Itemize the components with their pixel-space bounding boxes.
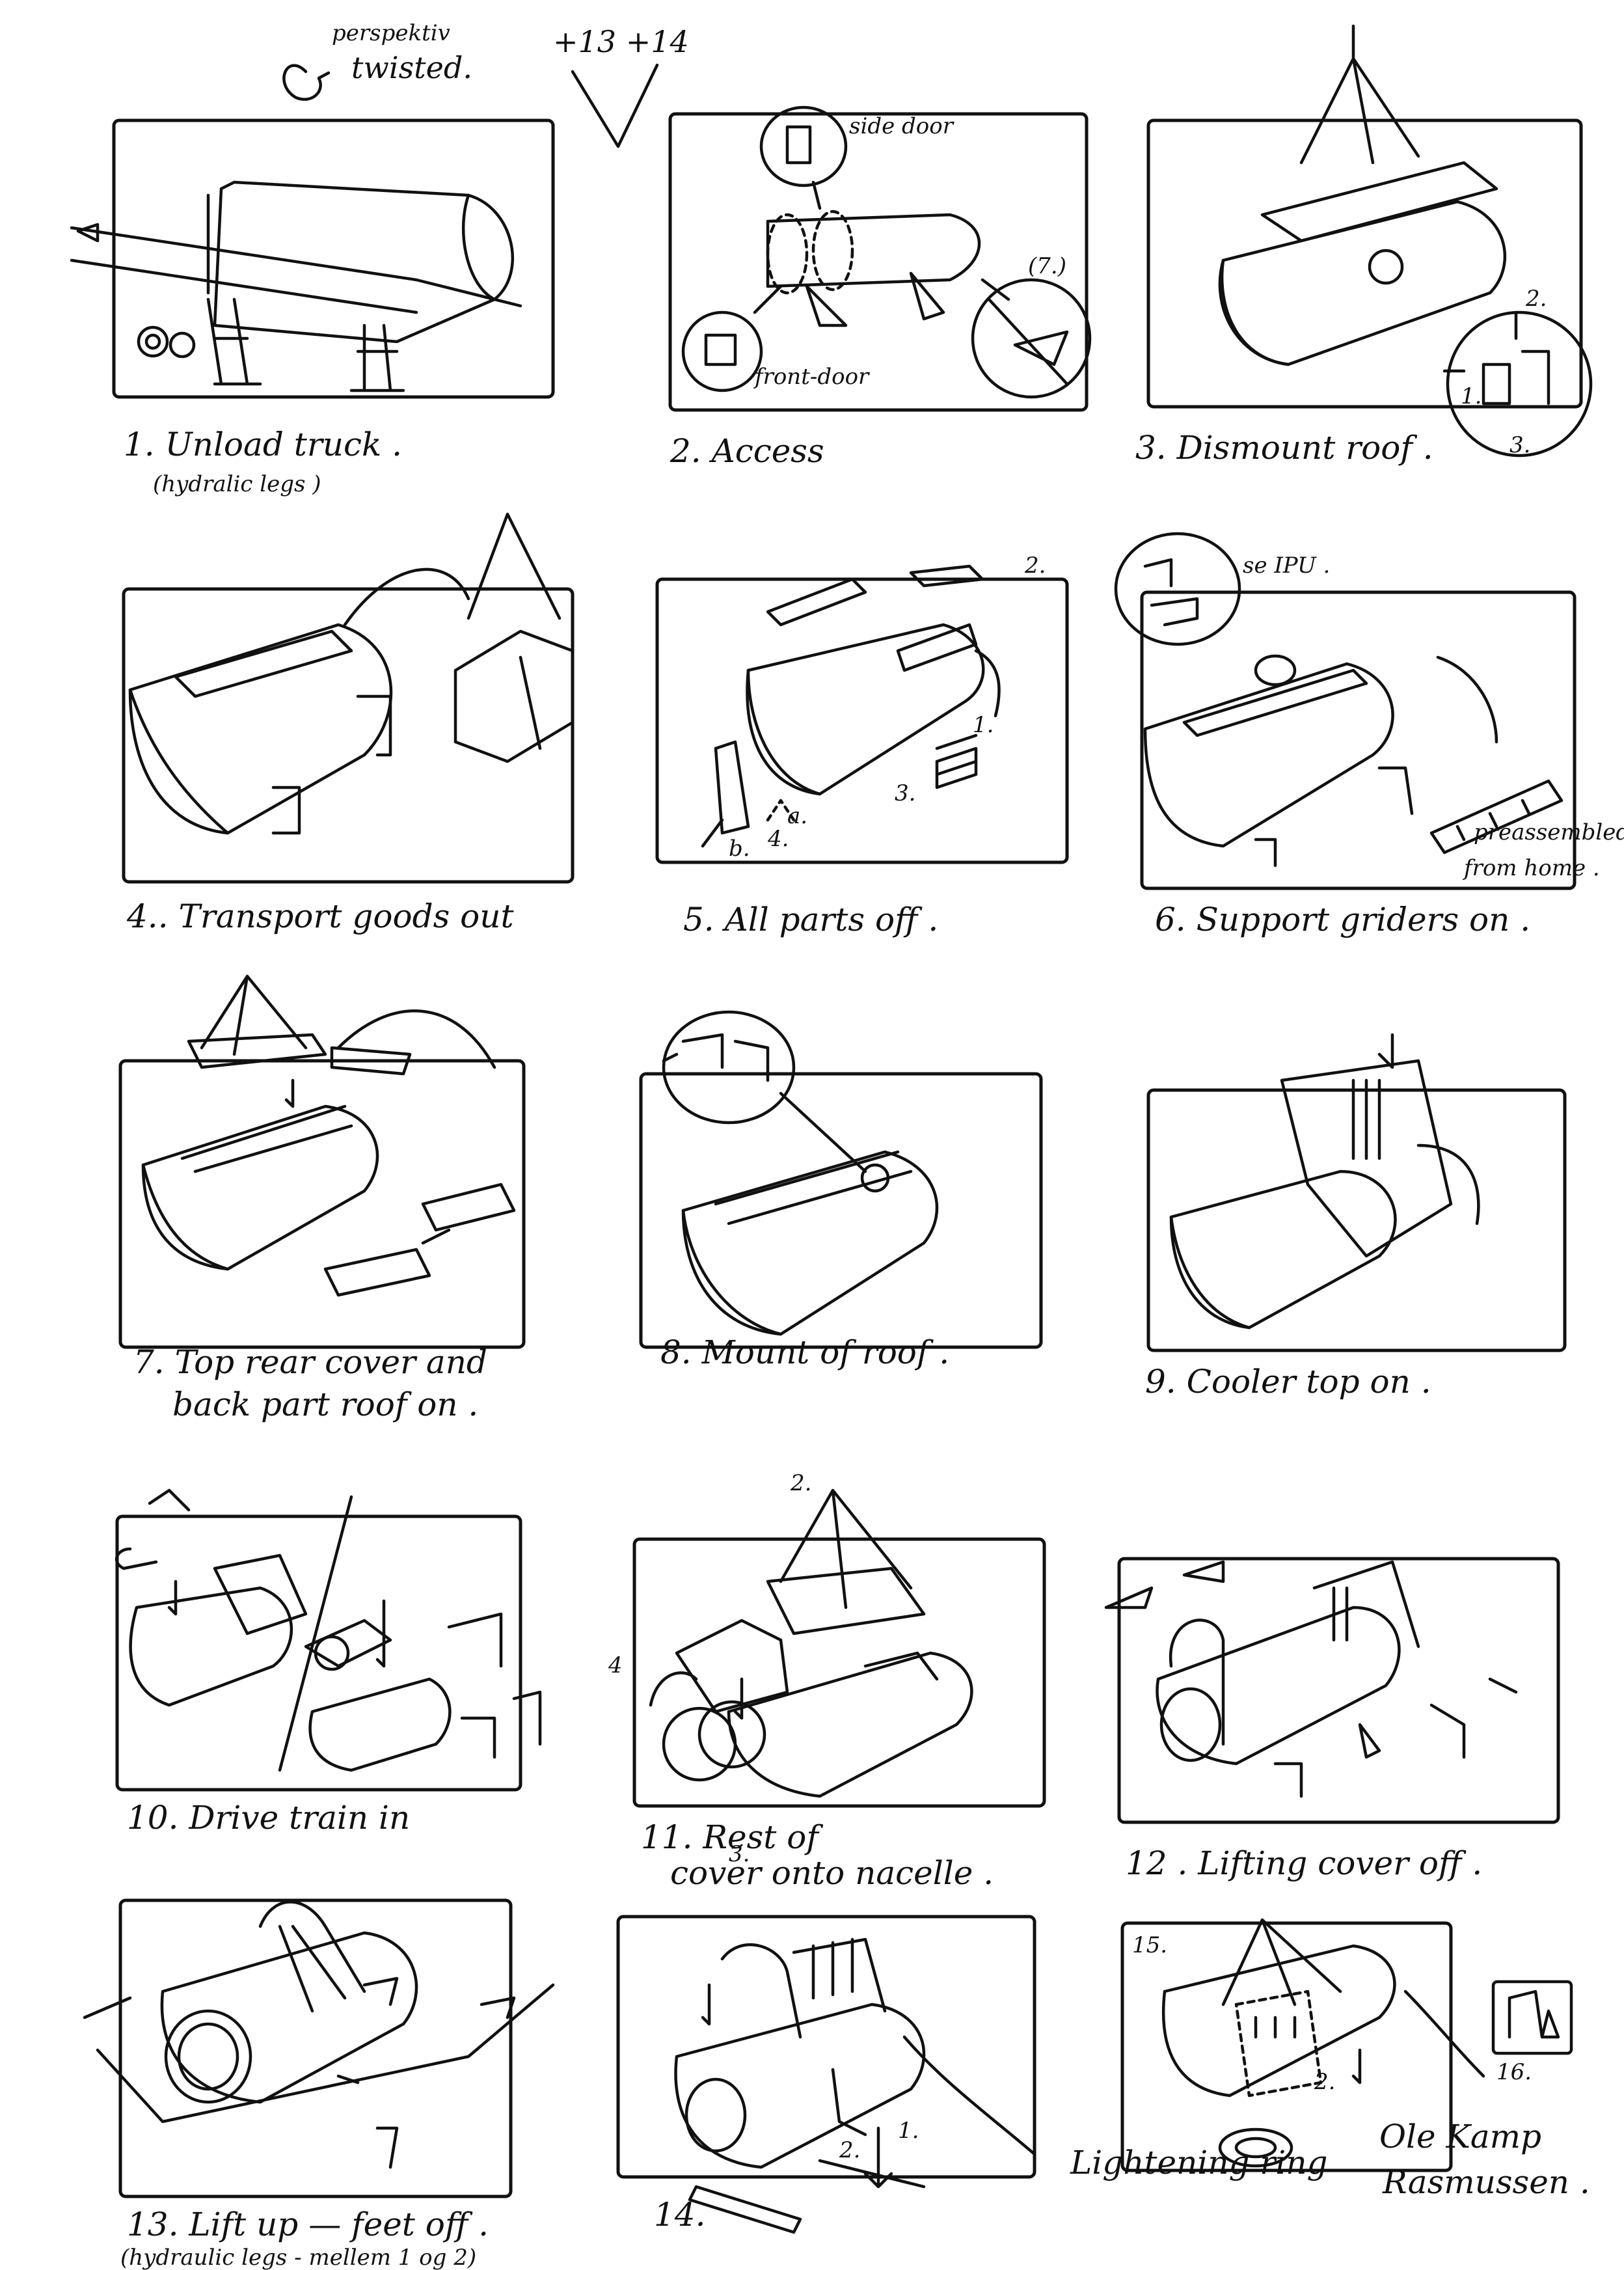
panel-5-sketch (701, 564, 1001, 848)
panel-5-label-c: 3. (895, 780, 915, 806)
panel-6-label-b: preassembled (1474, 819, 1624, 845)
panel-11-label-b: 4 (608, 1652, 623, 1678)
panel-2-label-q: (7.) (1028, 253, 1066, 279)
panel-12: 12 . Lifting cover off . (1104, 1557, 1560, 1882)
panel-1-frame (112, 118, 555, 399)
panel-7-frame (118, 1059, 526, 1349)
panel-14-label-c: Lightening ring (1070, 2144, 1327, 2181)
panel-1-caption: 1. Unload truck . (124, 426, 402, 463)
panel-10-sketch (115, 1488, 542, 1772)
panel-13-frame (118, 1898, 513, 2198)
panel-7-caption: 7. Top rear cover and (133, 1343, 487, 1381)
panel-11: 2. 4 3. 11. Rest of cover onto nacelle . (608, 1470, 1046, 1892)
panel-9-frame (1146, 1088, 1567, 1352)
panel-7: 7. Top rear cover and back part roof on … (118, 974, 526, 1423)
rotate-arrow-icon (282, 64, 331, 101)
panel-3-frame (1146, 118, 1583, 409)
panel-5-label-a: 2. (1024, 553, 1046, 579)
panel-10-frame (115, 1514, 522, 1792)
panel-5: 2. 1. 3. 4. a. b. 5. All parts off . (655, 553, 1069, 938)
panel-10-caption: 10. Drive train in (127, 1799, 410, 1837)
header-note-line2: twisted. (351, 50, 472, 85)
panel-14-caption: 14. (654, 2196, 706, 2234)
panel-2-label-side: side door (849, 113, 954, 139)
panel-13-sketch (83, 1900, 555, 2169)
header-extra-steps: +13 +14 (553, 24, 689, 59)
panel-11-caption2: cover onto nacelle . (670, 1854, 994, 1892)
panel-3-sketch (1218, 24, 1593, 458)
check-mark-icon (571, 63, 659, 148)
panel-2-frame (668, 112, 1089, 412)
panel-5-caption: 5. All parts off . (683, 901, 938, 938)
panel-10: 10. Drive train in (115, 1488, 542, 1837)
panel-5-label-f: b. (729, 836, 750, 862)
panel-15-frame (1120, 1921, 1453, 2172)
panel-11-label-a: 2. (790, 1470, 811, 1496)
panel-9: 9. Cooler top on . (1145, 1033, 1567, 1401)
panel-14: 2. 1. Lightening ring 14. (616, 1915, 1327, 2234)
panel-3-label-a: 2. (1525, 286, 1547, 312)
panel-5-label-d: 4. (767, 826, 789, 852)
header-notes: perspektiv twisted. +13 +14 (282, 20, 689, 148)
panel-11-frame (632, 1537, 1046, 1808)
panel-6-label-c: from home . (1462, 855, 1600, 881)
panel-15-label-b: 16. (1496, 2059, 1532, 2085)
panel-2-caption: 2. Access (670, 432, 824, 470)
panel-4: 4.. Transport goods out (122, 512, 575, 935)
panel-9-sketch (1169, 1033, 1480, 1330)
panel-15-label-a: 2. (1314, 2069, 1335, 2095)
panel-5-label-b: 1. (973, 712, 994, 738)
panel-11-label-c: 3. (729, 1841, 750, 1867)
panel-6-caption: 6. Support griders on . (1155, 901, 1530, 938)
panel-8-frame (639, 1072, 1043, 1349)
panel-5-label-e: a. (787, 803, 807, 829)
panel-12-sketch (1104, 1560, 1518, 1798)
panel-15-label-d: Rasmussen . (1382, 2163, 1590, 2201)
panel-4-sketch (128, 512, 575, 835)
panel-6: se IPU . preassembled from home . 6. Sup… (1114, 532, 1624, 938)
panel-6-frame (1140, 590, 1577, 890)
panel-9-caption: 9. Cooler top on . (1145, 1363, 1431, 1401)
panel-2: side door front-door (7.) 2. Access (668, 105, 1092, 470)
panel-4-frame (122, 587, 575, 884)
panel-8: 8. Mount of roof . (639, 1010, 1043, 1371)
panel-14-frame (616, 1915, 1036, 2179)
panel-15-label-c: Ole Kamp (1379, 2118, 1541, 2155)
panel-12-caption: 12 . Lifting cover off . (1126, 1844, 1482, 1882)
panel-3: 2. 1. 3. 3. Dismount roof . (1135, 24, 1593, 467)
panel-2-label-front: front-door (753, 364, 870, 390)
panel-1: 1. Unload truck . (hydralic legs ) (70, 118, 555, 497)
panel-3-label-c: 3. (1509, 432, 1530, 458)
panel-7-sketch (141, 974, 516, 1297)
panel-3-caption: 3. Dismount roof . (1135, 429, 1433, 467)
panel-13-caption2: (hydraulic legs - mellem 1 og 2) (120, 2245, 476, 2270)
panel-3-label-b: 1. (1461, 383, 1482, 409)
panel-11-sketch (649, 1488, 973, 1798)
panel-15-sketch (1161, 1918, 1573, 2168)
panel-13-caption: 13. Lift up — feet off . (127, 2206, 489, 2243)
panel-14-sketch (674, 1937, 1036, 2234)
panel-8-caption: 8. Mount of roof . (660, 1333, 949, 1371)
panel-15: 15. 2. 16. Ole Kamp Rasmussen . (1120, 1918, 1590, 2201)
panel-7-caption2: back part roof on . (172, 1386, 478, 1423)
panel-11-caption: 11. Rest of (641, 1818, 823, 1856)
panel-8-sketch (662, 1010, 939, 1336)
panel-15-caption: 15. (1132, 1932, 1167, 1958)
panel-14-label-b: 1. (898, 2118, 919, 2144)
panel-12-frame (1117, 1557, 1560, 1824)
panel-4-caption: 4.. Transport goods out (126, 897, 514, 935)
panel-1-sketch (70, 180, 522, 392)
panel-5-frame (655, 577, 1069, 864)
panel-13: 13. Lift up — feet off . (hydraulic legs… (83, 1898, 555, 2270)
panel-2-sketch (681, 105, 1092, 399)
header-note-line1: perspektiv (332, 20, 450, 46)
panel-6-label-a: se IPU . (1243, 553, 1330, 579)
panel-14-label-a: 2. (839, 2137, 860, 2163)
panel-6-sketch (1114, 532, 1563, 868)
panel-1-caption2: (hydralic legs ) (153, 471, 321, 497)
